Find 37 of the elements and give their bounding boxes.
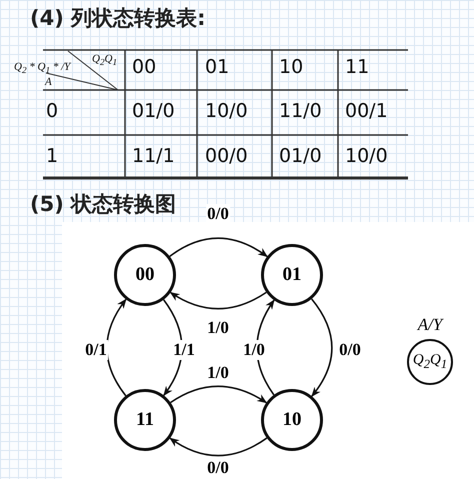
transition-arrow bbox=[256, 299, 275, 396]
transition-arrow bbox=[311, 298, 333, 397]
edge-label: 0/1 bbox=[84, 340, 108, 360]
io-label: A/Y bbox=[418, 315, 442, 335]
edge-label: 1/1 bbox=[172, 340, 196, 360]
transition-arrow bbox=[169, 437, 268, 456]
next-state-output: 00/0 bbox=[205, 145, 248, 167]
state-label: 11 bbox=[136, 409, 154, 431]
input-value: 0 bbox=[46, 100, 58, 122]
state-label: 00 bbox=[136, 264, 154, 286]
next-state-output: 00/1 bbox=[345, 100, 388, 122]
state-label: 10 bbox=[282, 409, 302, 431]
state-label: Q$_{2}$Q$_{1}$ bbox=[412, 352, 448, 372]
next-state-output: 11/0 bbox=[279, 100, 322, 122]
heading: (5) 状态转换图 bbox=[30, 191, 176, 218]
state-code: 10 bbox=[279, 56, 304, 78]
edge-label: 1/0 bbox=[242, 340, 266, 360]
next-state-output: 10/0 bbox=[205, 100, 248, 122]
input-value: 1 bbox=[46, 145, 58, 167]
state-code: 01 bbox=[205, 56, 230, 78]
next-state-output: 01/0 bbox=[279, 145, 322, 167]
state-code: 00 bbox=[132, 56, 156, 78]
state-code: 11 bbox=[345, 56, 370, 78]
transition-arrow bbox=[170, 292, 267, 310]
table-corner-label: Q$_{2}$Q$_{1}$ bbox=[92, 53, 118, 68]
heading: (4) 列状态转换表: bbox=[30, 5, 206, 32]
state-label: 01 bbox=[282, 264, 302, 286]
transition-arrow bbox=[106, 298, 127, 396]
next-state-output: 01/0 bbox=[132, 100, 175, 122]
next-state-output: 11/1 bbox=[132, 145, 175, 167]
edge-label: 0/0 bbox=[206, 204, 230, 224]
table-corner-label: A bbox=[45, 76, 52, 88]
transition-arrow bbox=[169, 237, 268, 258]
table-corner-label: Q$_{2}$ * Q$_{1}$ * /Y bbox=[14, 61, 70, 76]
next-state-output: 10/0 bbox=[345, 145, 388, 167]
transition-arrow bbox=[170, 386, 268, 404]
transition-arrow bbox=[163, 299, 183, 396]
